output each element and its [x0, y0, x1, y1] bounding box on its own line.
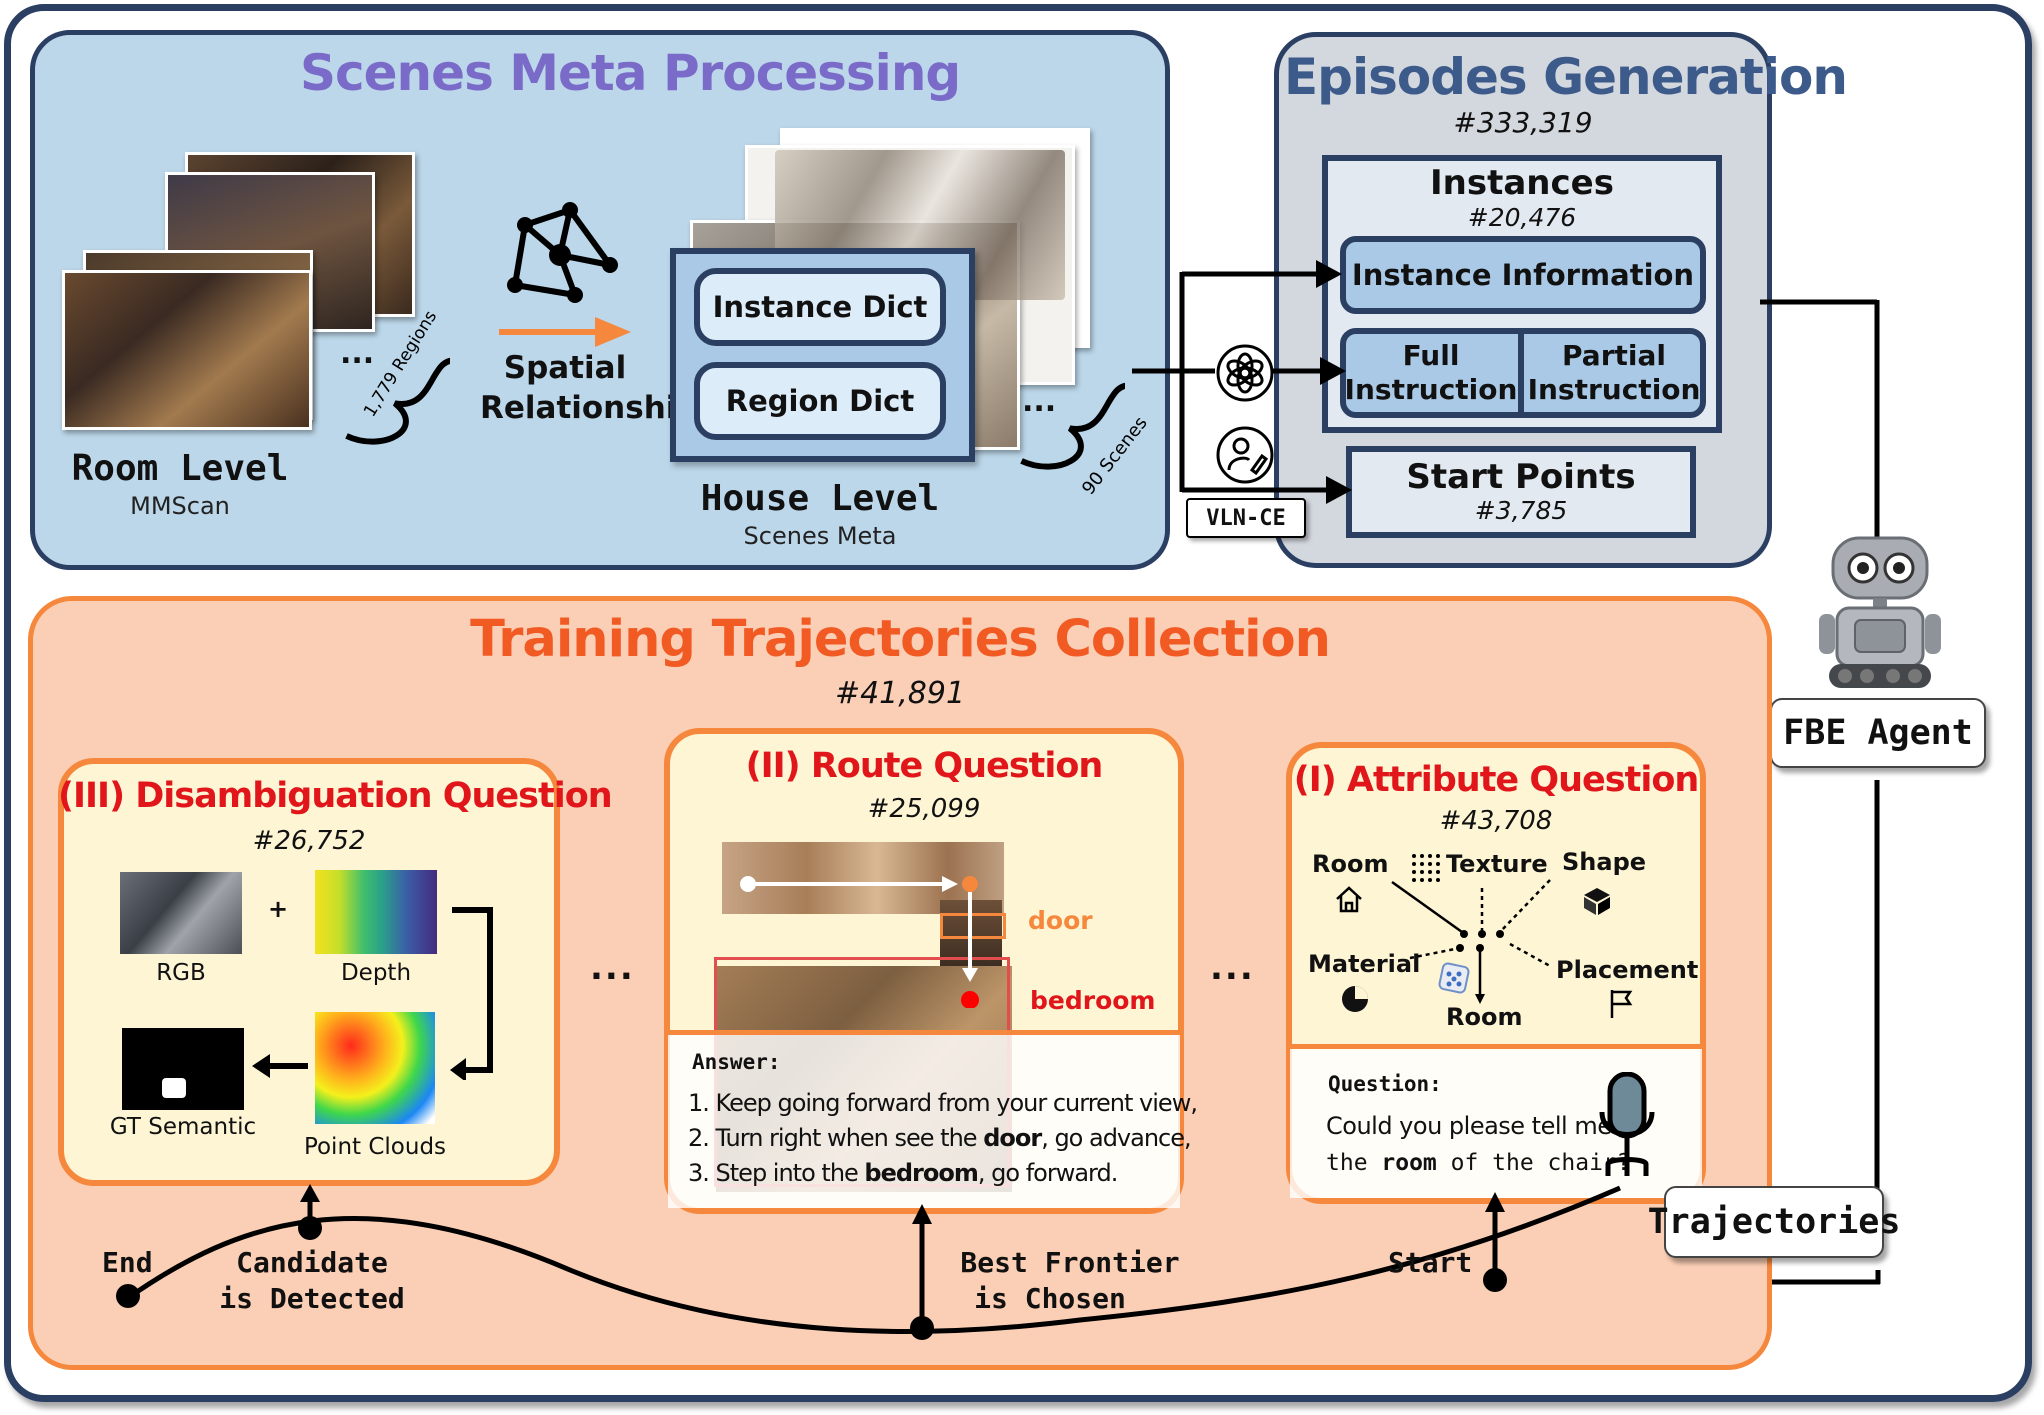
episodes-title: Episodes Generation: [1284, 48, 1848, 106]
disambiguation-title: (III) Disambiguation Question: [58, 776, 613, 816]
depth-label: Depth: [340, 960, 412, 986]
start-points-box: [1346, 446, 1696, 538]
route-answer-bg: [668, 1035, 1180, 1208]
openai-icon: [1216, 344, 1274, 402]
answer-lines: 1. Keep going forward from your current …: [688, 1086, 1198, 1191]
room-level-label: Room Level: [71, 448, 289, 489]
full-instruction-label: Full Instruction: [1344, 339, 1518, 406]
answer-line-1: 1. Keep going forward from your current …: [688, 1089, 1198, 1117]
scene-to-episode-connectors: [1132, 260, 1352, 504]
gt-semantic-label: GT Semantic: [109, 1114, 257, 1140]
answer-label: Answer:: [692, 1050, 781, 1074]
point-clouds-image: [315, 1012, 435, 1124]
attr-material-label: Material: [1308, 950, 1421, 978]
attribute-divider: [1290, 1044, 1702, 1049]
timeline-curve: [116, 1184, 1621, 1340]
answer-line-3: 3. Step into the bedroom, go forward.: [688, 1159, 1118, 1187]
attr-room-label: Room: [1312, 850, 1389, 878]
room-brace: [345, 357, 450, 445]
timeline-candidate-line1: Candidate: [236, 1246, 388, 1279]
timeline-candidate-line2: is Detected: [219, 1282, 405, 1315]
graph-icon: [507, 202, 618, 303]
house-source-label: Scenes Meta: [743, 522, 897, 550]
house-level-label: House Level: [700, 478, 940, 519]
trajectories-label: Trajectories: [1648, 1186, 1900, 1258]
disambiguation-box: [58, 758, 560, 1186]
fbe-agent-label: FBE Agent: [1770, 698, 1986, 768]
attribute-graph: [1391, 879, 1551, 1004]
instances-title: Instances: [1430, 163, 1614, 203]
pie-icon: [1342, 986, 1368, 1012]
attribute-title: (I) Attribute Question: [1293, 760, 1700, 800]
answer-line-2: 2. Turn right when see the door, go adva…: [688, 1124, 1192, 1152]
scenes-brace: [1020, 382, 1125, 470]
timeline-end-label: End: [102, 1246, 153, 1279]
house-icon: [1336, 886, 1362, 913]
question-label: Question:: [1328, 1072, 1442, 1096]
attr-room-bottom-label: Room: [1446, 1003, 1523, 1031]
plus-sign: +: [268, 895, 289, 923]
question-line-1: Could you please tell me: [1326, 1112, 1612, 1140]
instruction-divider: [1518, 330, 1524, 416]
pointcloud-to-semantic-arrow: [252, 1054, 308, 1078]
point-clouds-label: Point Clouds: [303, 1134, 447, 1160]
cube-icon: [1584, 888, 1610, 915]
depth-image: [315, 870, 437, 954]
door-label: door: [1028, 906, 1093, 935]
route-title: (II) Route Question: [745, 746, 1104, 786]
microphone-icon: [1599, 1072, 1655, 1176]
outer-frame: [4, 4, 2032, 1402]
disambiguation-count: #26,752: [252, 826, 366, 856]
bedroom-label: bedroom: [1030, 986, 1156, 1015]
partial-instruction-label: Partial Instruction: [1527, 339, 1701, 406]
scenes-dots: ...: [1022, 384, 1057, 419]
timeline-best-line1: Best Frontier: [960, 1246, 1180, 1279]
attribute-count: #43,708: [1439, 806, 1553, 836]
vlnce-label: VLN-CE: [1186, 498, 1306, 538]
timeline-start-label: Start: [1388, 1246, 1473, 1279]
attr-texture-label: Texture: [1446, 850, 1548, 878]
room-source-label: MMScan: [130, 492, 230, 520]
room-photo-front: [62, 270, 312, 430]
semantic-mask: [162, 1078, 186, 1098]
attr-shape-label: Shape: [1562, 848, 1647, 876]
scenes-meta-title: Scenes Meta Processing: [300, 44, 961, 102]
instances-count: #20,476: [1467, 203, 1577, 232]
rgb-image: [120, 872, 242, 954]
timeline-best-line2: is Chosen: [974, 1282, 1126, 1315]
orange-arrow-icon: [499, 317, 631, 347]
route-count: #25,099: [867, 794, 981, 824]
spatial-relationship-line: Spatial Relationship: [480, 350, 699, 426]
start-points-title: Start Points: [1406, 457, 1636, 497]
depth-to-pointcloud-arrow: [450, 907, 493, 1080]
episodes-count: #333,319: [1453, 106, 1593, 139]
dots-grid-icon: [1412, 854, 1440, 882]
attr-placement-label: Placement: [1556, 956, 1699, 984]
question-line-2: the room of the chair?: [1326, 1150, 1631, 1176]
instance-information-box: Instance Information: [1340, 236, 1706, 314]
ellipsis-left: ...: [590, 948, 635, 988]
gt-semantic-image: [122, 1028, 244, 1110]
region-dict-box: Region Dict: [694, 362, 946, 440]
start-points-count: #3,785: [1474, 496, 1568, 525]
room-dots: ...: [340, 336, 375, 371]
instance-dict-box: Instance Dict: [694, 268, 946, 346]
dice-icon: [1438, 962, 1470, 994]
agent-connector-lines: [1760, 299, 1883, 1228]
training-title: Training Trajectories Collection: [470, 610, 1331, 669]
rgb-label: RGB: [156, 960, 206, 986]
pen-user-icon: [1216, 426, 1274, 484]
door-outline: [940, 913, 1006, 939]
flag-icon: [1610, 990, 1633, 1018]
ellipsis-right: ...: [1210, 948, 1255, 988]
route-path: [740, 876, 979, 1008]
route-divider: [668, 1030, 1180, 1035]
robot-icon: [1819, 536, 1941, 688]
training-count: #41,891: [834, 676, 966, 711]
